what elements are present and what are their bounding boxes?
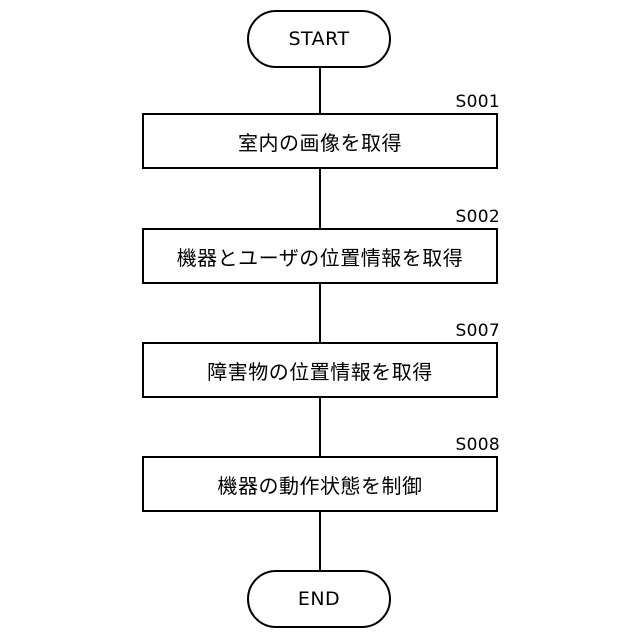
- process-step-s008: 機器の動作状態を制御: [142, 456, 498, 512]
- connector-s002-s007: [319, 284, 321, 344]
- process-label-s007: 障害物の位置情報を取得: [207, 356, 433, 385]
- connector-s001-s002: [319, 168, 321, 230]
- process-step-s007: 障害物の位置情報を取得: [142, 342, 498, 398]
- process-label-s001: 室内の画像を取得: [238, 127, 402, 156]
- connector-start-s001: [319, 68, 321, 114]
- step-id-s002: S002: [456, 207, 500, 227]
- process-label-s002: 機器とユーザの位置情報を取得: [177, 242, 464, 271]
- start-terminal: START: [247, 10, 391, 68]
- step-id-s007: S007: [456, 321, 500, 341]
- connector-s008-end: [319, 512, 321, 572]
- process-step-s001: 室内の画像を取得: [142, 113, 498, 169]
- process-step-s002: 機器とユーザの位置情報を取得: [142, 228, 498, 284]
- step-id-s008: S008: [456, 435, 500, 455]
- step-id-s001: S001: [456, 92, 500, 112]
- end-label: END: [298, 588, 340, 610]
- connector-s007-s008: [319, 398, 321, 458]
- process-label-s008: 機器の動作状態を制御: [218, 470, 423, 499]
- end-terminal: END: [247, 570, 391, 628]
- start-label: START: [288, 28, 349, 50]
